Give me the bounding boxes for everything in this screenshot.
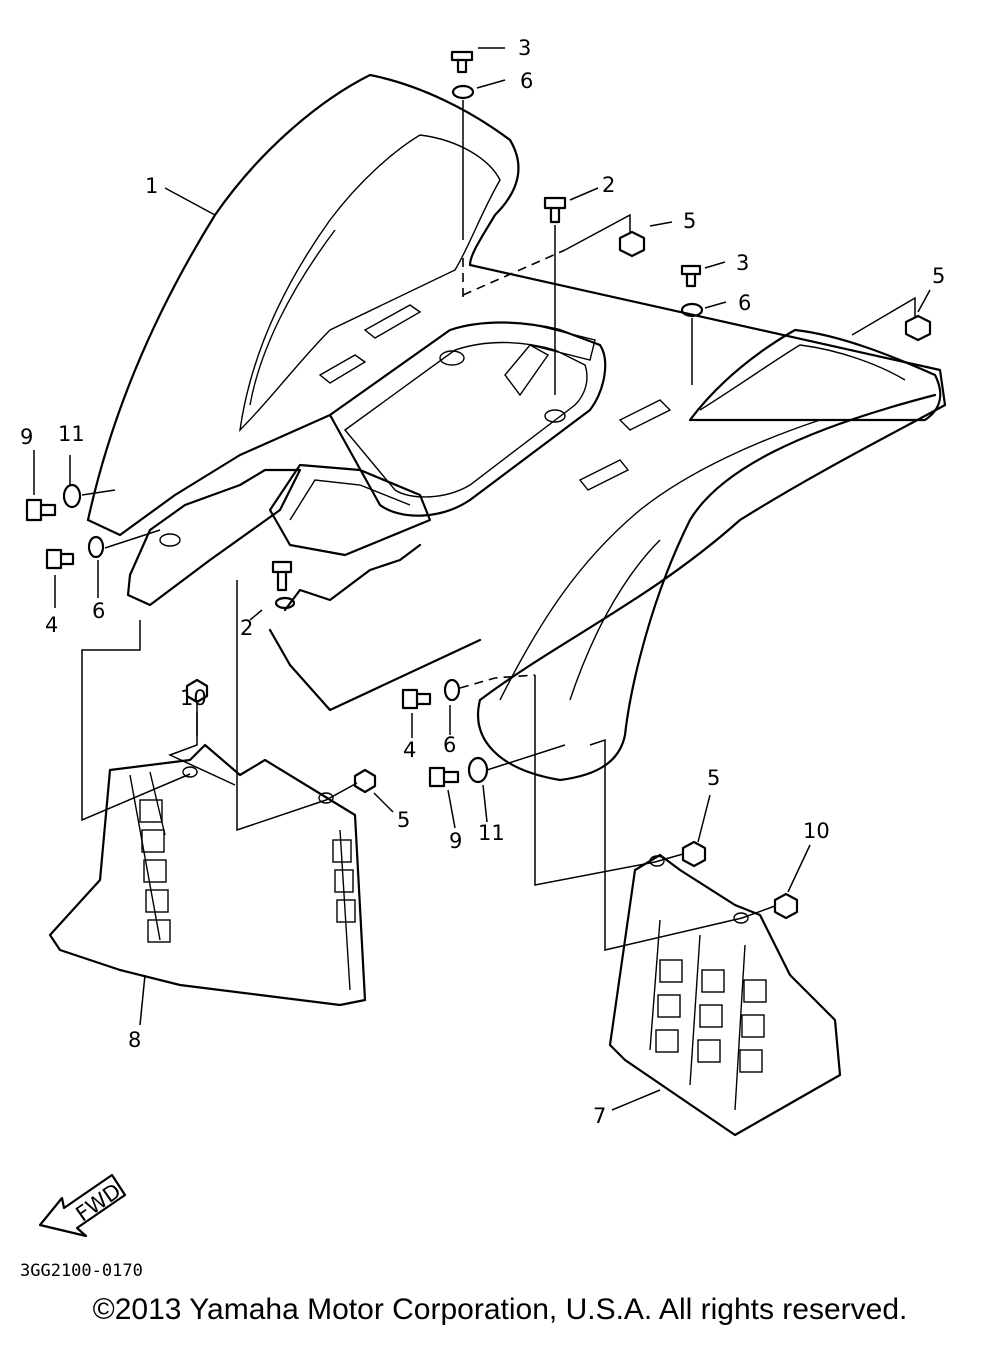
callout-2-lower: 2 (240, 616, 253, 640)
washer-2-lower (274, 596, 296, 610)
callout-11-mid: 11 (478, 821, 505, 845)
fwd-arrow-icon: FWD (38, 1173, 127, 1238)
callout-6-top: 6 (520, 69, 533, 93)
callout-5-right: 5 (932, 264, 945, 288)
callout-3-top: 3 (518, 36, 531, 60)
callout-4-mid: 4 (403, 738, 416, 762)
nut-10-left (185, 678, 209, 704)
bolt-9-mid (428, 766, 460, 788)
nut-5-right (904, 314, 932, 342)
bolt-2-top (543, 196, 567, 224)
callout-leaders (33, 47, 931, 1111)
callout-labels: 1 2 2 3 3 4 4 5 5 5 5 6 6 6 6 7 8 9 9 10… (20, 36, 945, 1128)
bolt-9-left (25, 498, 57, 522)
fwd-label: FWD (71, 1179, 125, 1227)
washer-6-top (451, 84, 475, 100)
callout-4-left: 4 (45, 613, 58, 637)
callout-6-left: 6 (92, 599, 105, 623)
bolt-4-mid (401, 688, 432, 710)
washer-6-right (680, 302, 704, 318)
callout-9-left: 9 (20, 425, 33, 449)
washer-6-left (87, 535, 105, 559)
nut-10-right (773, 892, 799, 920)
bolt-4-left (45, 548, 75, 570)
callout-2-top: 2 (602, 173, 615, 197)
callout-10-right: 10 (803, 819, 830, 843)
callout-5-lower: 5 (707, 766, 720, 790)
callout-1: 1 (145, 174, 158, 198)
callout-6-right: 6 (738, 291, 751, 315)
bolt-3-right (680, 264, 702, 288)
washer-6-mid (443, 678, 461, 702)
callout-7: 7 (593, 1104, 606, 1128)
fasteners (25, 50, 932, 920)
bolt-3-top (450, 50, 474, 74)
nut-5-lower-right (681, 840, 707, 868)
diagram-part-code: 3GG2100-0170 (20, 1261, 143, 1281)
callout-11-left: 11 (58, 422, 85, 446)
copyright-footer: ©2013 Yamaha Motor Corporation, U.S.A. A… (92, 1293, 908, 1326)
nut-5-mid (353, 768, 377, 794)
mud-flap-left (48, 743, 367, 1007)
callout-5-top: 5 (683, 209, 696, 233)
callout-3-right: 3 (736, 251, 749, 275)
washer-11-left (62, 483, 82, 509)
callout-8: 8 (128, 1028, 141, 1052)
washer-11-mid (467, 756, 489, 784)
callout-6-mid: 6 (443, 733, 456, 757)
rear-fender (86, 73, 947, 782)
nut-5-upper (618, 230, 646, 258)
bolt-2-lower (271, 560, 293, 592)
mud-flap-right (608, 853, 842, 1137)
callout-10-left: 10 (180, 686, 207, 710)
callout-5-mid: 5 (397, 808, 410, 832)
callout-9-mid: 9 (449, 829, 462, 853)
